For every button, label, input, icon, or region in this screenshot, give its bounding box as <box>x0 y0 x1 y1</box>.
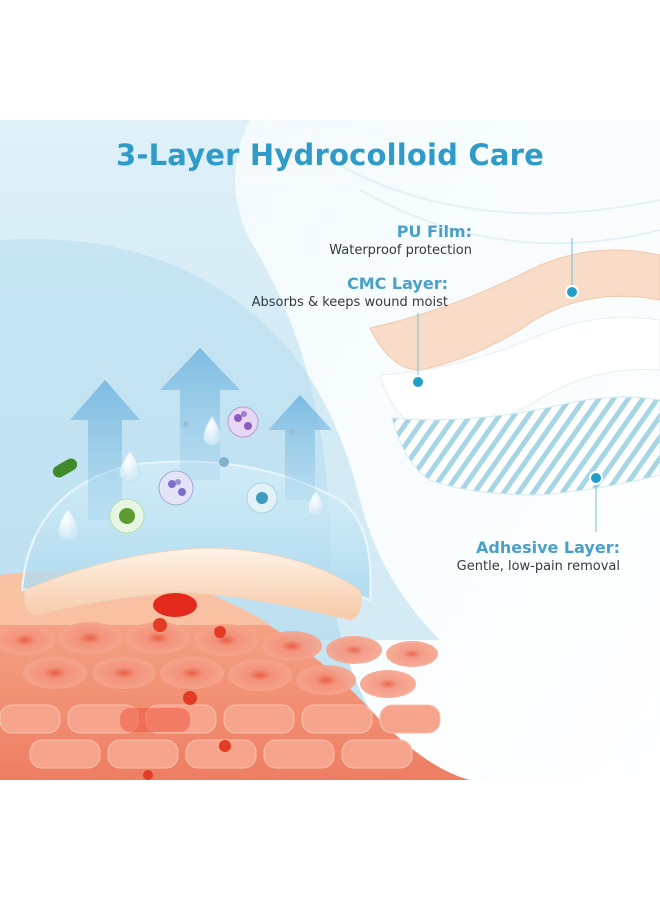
pu-film-layer <box>369 249 660 371</box>
blood-drop <box>153 618 167 632</box>
pu-film-heading: PU Film: <box>396 222 472 241</box>
water-droplet-icon <box>119 449 141 483</box>
adhesive-layer-description: Gentle, low-pain removal <box>456 559 620 574</box>
cmc-layer-description: Absorbs & keeps wound moist <box>251 295 448 310</box>
absorption-arrows <box>70 348 332 520</box>
cmc-layer-label: CMC Layer: Absorbs & keeps wound moist <box>252 274 448 312</box>
adhesive-layer <box>391 396 660 496</box>
microbes <box>52 406 295 534</box>
illustration-panel: 3-Layer Hydrocolloid Care PU Film: Water… <box>0 120 660 780</box>
cmc-layer-pointer-dot <box>411 375 425 389</box>
page-title: 3-Layer Hydrocolloid Care <box>115 138 545 172</box>
water-droplet-icon <box>307 489 325 518</box>
arrow-up-icon <box>70 380 140 520</box>
cmc-layer-heading: CMC Layer: <box>346 274 448 293</box>
adhesive-layer-pointer-dot <box>589 471 603 485</box>
pu-film-label: PU Film: Waterproof protection <box>329 222 472 260</box>
hydrocolloid-pad <box>24 547 362 621</box>
adhesive-layer-label: Adhesive Layer: Gentle, low-pain removal <box>457 538 620 576</box>
water-droplet-icon <box>203 415 221 446</box>
pu-film-pointer-dot <box>565 285 579 299</box>
arrow-up-icon <box>268 395 332 500</box>
adhesive-layer-heading: Adhesive Layer: <box>475 538 620 557</box>
skin-cells <box>0 622 441 769</box>
arrow-up-icon <box>160 348 240 480</box>
bacteria-icon <box>52 458 78 478</box>
water-droplet-icon <box>57 507 79 541</box>
pu-film-description: Waterproof protection <box>329 243 472 258</box>
wound-spot <box>153 593 197 617</box>
virus-icon <box>227 406 259 438</box>
virus-icon <box>158 470 194 506</box>
hydrocolloid-illustration <box>0 120 660 780</box>
